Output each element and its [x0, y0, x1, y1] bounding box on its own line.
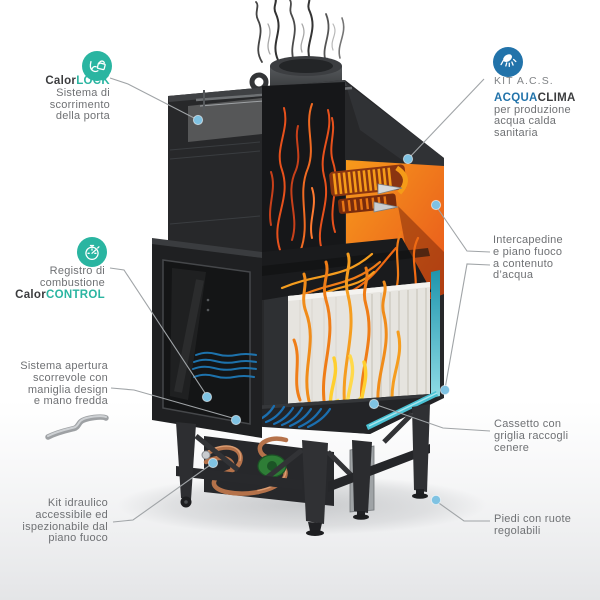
calorlock-line-1: Sistema di [56, 86, 110, 99]
callout-intercapedine: Intercapedine e piano fuoco a contenuto … [493, 234, 599, 282]
intercapedine-line-4: d’acqua [493, 269, 534, 282]
calorcontrol-brand: CalorCONTROL [8, 288, 105, 302]
calorlock-brand-prefix: Calor [45, 75, 77, 87]
intercapedine-line-3: a contenuto [493, 257, 554, 270]
dot-piedi [430, 494, 442, 506]
dot-kit-acs [402, 153, 414, 165]
callout-apertura: Sistema apertura scorrevole con maniglia… [4, 360, 108, 408]
hand-lock-icon [82, 51, 112, 81]
combustion-dial-icon [77, 237, 107, 267]
door-water-waves [192, 351, 257, 379]
kit-idraulico-line-3: ispezionabile dal [22, 520, 108, 533]
intercapedine-line-2: e piano fuoco [493, 245, 563, 258]
kit-acs-brand: ACQUACLIMA [494, 91, 600, 105]
intercapedine-line-1: Intercapedine [493, 234, 563, 246]
calorlock-brand-suffix: LOCK [76, 75, 110, 87]
kit-idraulico-line-2: accessibile ed [35, 508, 108, 521]
cassetto-line-3: cenere [494, 441, 530, 454]
apertura-line-3: maniglia design [27, 383, 108, 396]
callout-calorlock: CalorLOCK Sistema di scorrimento della p… [10, 75, 110, 123]
floor-background [0, 400, 600, 600]
apertura-line-4: e mano fredda [33, 395, 108, 408]
callout-kit-acs: KIT A.C.S. ACQUACLIMA per produzione acq… [494, 75, 600, 140]
dot-intercapedine-bottom [439, 384, 451, 396]
kit-acs-kicker: KIT A.C.S. [494, 75, 554, 87]
kit-acs-line-3: sanitaria [494, 127, 538, 140]
kit-acs-brand-suffix: CLIMA [537, 91, 576, 104]
dot-apertura [230, 414, 242, 426]
kit-acs-line-2: acqua calda [494, 115, 557, 128]
cassetto-line-1: Cassetto con [494, 418, 562, 430]
calorcontrol-brand-prefix: Calor [15, 288, 47, 301]
pipe-fittings [373, 183, 403, 213]
kit-idraulico-line-4: piano fuoco [48, 532, 108, 545]
base-frame [176, 404, 430, 536]
dot-registro [201, 391, 213, 403]
callout-cassetto: Cassetto con griglia raccogli cenere [494, 418, 600, 454]
connector-dots [192, 114, 451, 506]
frame-legs [176, 404, 430, 524]
dot-kit-idraulico [207, 457, 219, 469]
calorlock-line-2: scorrimento [49, 98, 110, 111]
smoke-wisps [255, 0, 345, 63]
dot-calorlock [192, 114, 204, 126]
calorlock-brand: CalorLOCK [10, 75, 110, 88]
calorlock-line-3: della porta [55, 110, 110, 123]
piedi-line-1: Piedi con ruote [494, 513, 572, 525]
kit-acs-brand-prefix: ACQUA [494, 91, 538, 104]
calorcontrol-line-2: combustione [39, 276, 105, 289]
cassetto-line-2: griglia raccogli [494, 429, 569, 442]
callout-piedi: Piedi con ruote regolabili [494, 513, 600, 538]
callout-kit-idraulico: Kit idraulico accessibile ed ispezionabi… [2, 497, 108, 545]
water-jacket-strip [366, 270, 440, 430]
kit-acs-line-1: per produzione [494, 103, 571, 116]
dot-cassetto [368, 398, 380, 410]
apertura-line-1: Sistema apertura [20, 360, 108, 372]
handle-image [45, 414, 109, 440]
piedi-line-2: regolabili [494, 524, 541, 537]
apertura-line-2: scorrevole con [32, 371, 108, 384]
feet-and-wheels [180, 489, 428, 536]
kit-idraulico-line-1: Kit idraulico [47, 497, 108, 509]
calorcontrol-line-1: Registro di [49, 265, 105, 277]
callout-calorcontrol: Registro di combustione CalorCONTROL [8, 265, 105, 302]
leader-lines [109, 77, 491, 523]
calorcontrol-brand-suffix: CONTROL [46, 288, 105, 301]
smoke-channel-flames [262, 82, 345, 266]
dot-intercapedine-top [430, 199, 442, 211]
shower-icon [493, 47, 523, 77]
sliding-door [152, 238, 262, 438]
air-intake-arcs [256, 404, 332, 429]
